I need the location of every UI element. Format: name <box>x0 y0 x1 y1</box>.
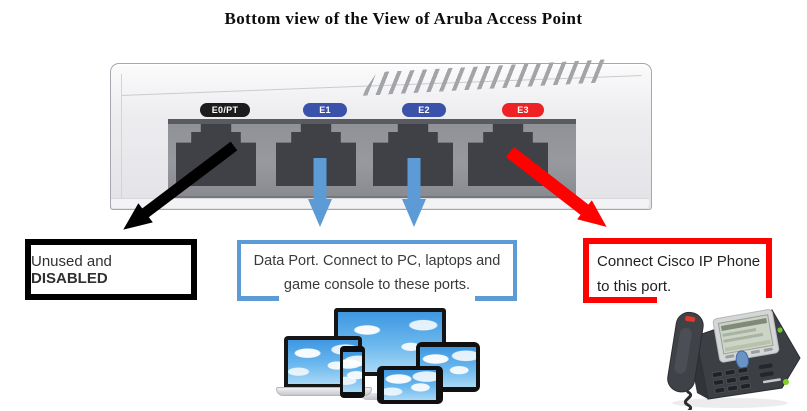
callout-disabled: Unused and DISABLED <box>25 239 197 300</box>
callout-ip-phone-line2: to this port. <box>597 278 672 295</box>
callout-disabled-text: Unused and <box>31 252 112 270</box>
cisco-ip-phone-illustration <box>667 309 801 410</box>
callout-ip-phone-line1: Connect Cisco IP Phone <box>597 253 761 270</box>
callout-ip-phone: Connect Cisco IP Phone to this port. <box>583 238 772 298</box>
smartphone-landscape <box>377 366 443 404</box>
status-light <box>777 327 783 333</box>
callout-data-ports-border-segment <box>475 296 517 301</box>
port-label-e1: E1 <box>303 103 347 117</box>
phone-keypad <box>711 350 781 394</box>
port-label-e0pt: E0/PT <box>200 103 250 117</box>
port-label-e3: E3 <box>502 103 544 117</box>
phone-display <box>712 309 780 363</box>
access-point-edge-seam <box>121 74 122 202</box>
phone-shadow <box>672 398 788 408</box>
page-title: Bottom view of the View of Aruba Access … <box>224 9 583 28</box>
callout-data-ports: Data Port. Connect to PC, laptops and ga… <box>237 240 517 300</box>
callout-ip-phone-border-segment <box>583 297 657 303</box>
smartphone-portrait <box>340 346 365 398</box>
callout-disabled-emphasis: DISABLED <box>31 269 108 287</box>
access-point-bottom-edge <box>111 198 649 208</box>
sky-wallpaper <box>384 370 436 400</box>
message-light <box>685 316 696 322</box>
callout-data-ports-line2: game console to these ports. <box>283 277 471 293</box>
port-label-e2: E2 <box>402 103 446 117</box>
phone-handset <box>667 311 704 393</box>
client-devices-illustration <box>276 300 482 410</box>
handset-cord <box>683 390 693 410</box>
speaker-light <box>783 379 789 385</box>
callout-data-ports-line1: Data Port. Connect to PC, laptops and <box>253 253 501 269</box>
sky-wallpaper <box>343 352 362 392</box>
callout-data-ports-border-segment <box>237 296 279 301</box>
